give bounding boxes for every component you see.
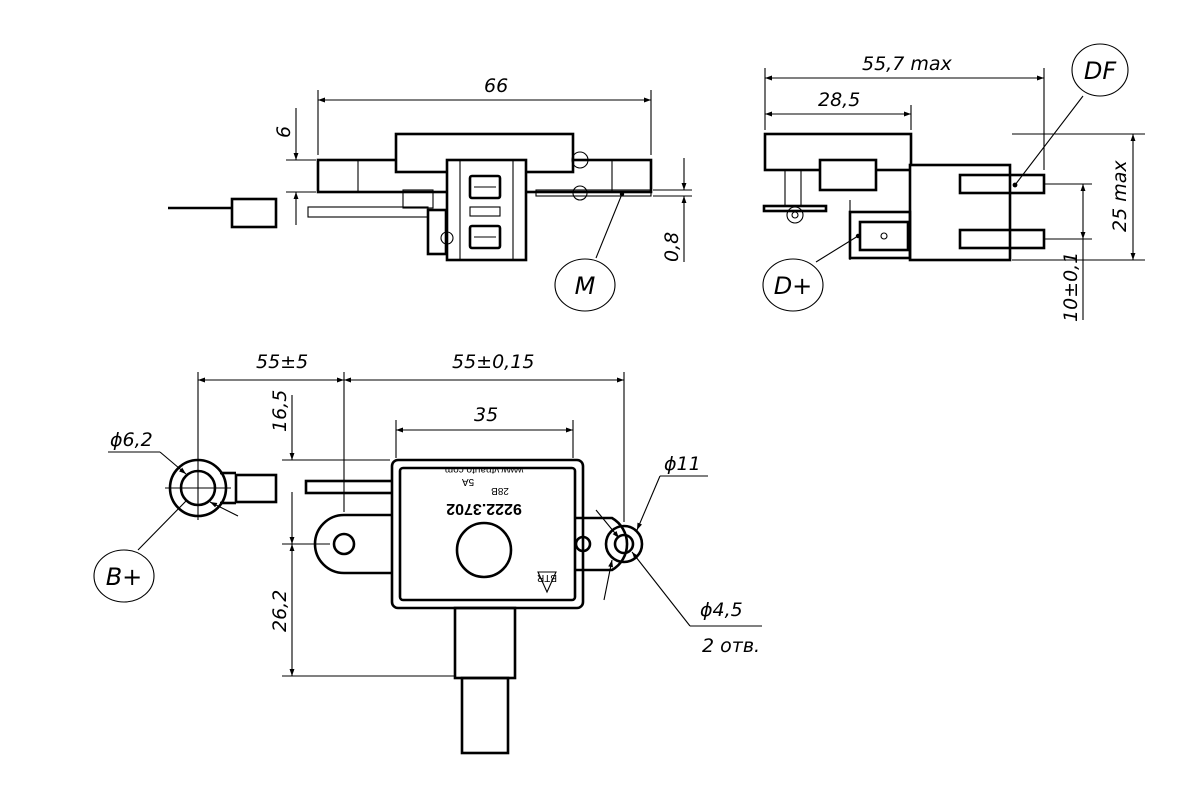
dim-6-label: 6 <box>273 126 295 138</box>
dim-10-label: 10±0,1 <box>1060 252 1082 322</box>
holes-count-label: 2 отв. <box>702 635 760 657</box>
dim-55-7-label: 55,7 max <box>862 53 952 75</box>
callout-d-plus: D+ <box>774 272 813 300</box>
label-website: www.vtnauto.com <box>445 464 524 475</box>
dim-diam-4-5-label: ϕ4,5 <box>700 599 743 621</box>
callout-b-plus: B+ <box>106 563 143 591</box>
dim-35-label: 35 <box>474 404 498 426</box>
dim-25-max-label: 25 max <box>1109 160 1131 232</box>
dim-28-5-label: 28,5 <box>818 89 860 111</box>
label-logo: BTR <box>537 572 557 583</box>
dim-diam-6-2-label: ϕ6,2 <box>110 429 153 451</box>
front-view: 66 6 0,8 M <box>168 75 692 312</box>
callout-df: DF <box>1084 57 1117 85</box>
label-current: 5A <box>462 476 475 487</box>
label-part-number: 9222.3702 <box>446 500 522 517</box>
top-view: 9222.3702 28В 5A www.vtnauto.com BTR 55±… <box>93 351 762 755</box>
side-view: 55,7 max 28,5 25 max 10±0,1 DF D+ <box>762 43 1145 322</box>
dim-0-8-label: 0,8 <box>661 232 683 262</box>
dim-55-015-label: 55±0,15 <box>452 351 534 373</box>
dim-16-5-label: 16,5 <box>269 390 291 432</box>
dim-66-label: 66 <box>484 75 508 97</box>
dim-55-5-label: 55±5 <box>256 351 308 373</box>
label-voltage: 28В <box>491 485 509 496</box>
dim-26-2-label: 26,2 <box>269 590 291 632</box>
dim-diam-11-label: ϕ11 <box>664 453 701 475</box>
callout-m: M <box>575 272 596 300</box>
